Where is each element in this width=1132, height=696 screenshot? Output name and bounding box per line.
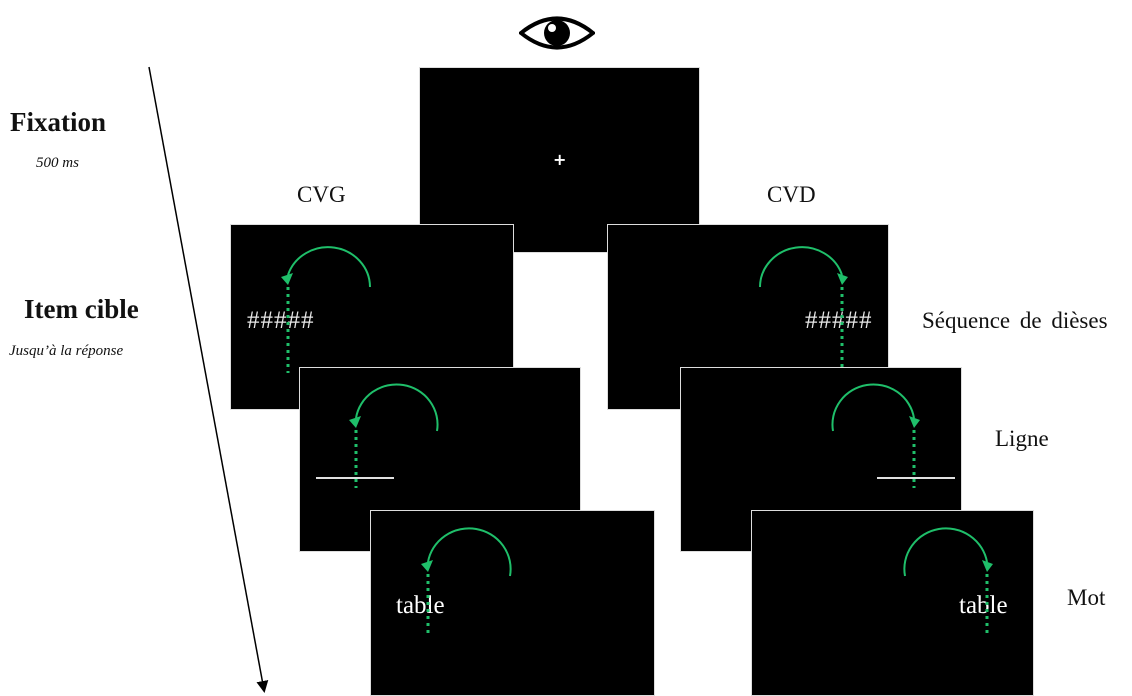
eye-movement-arrow xyxy=(349,383,439,488)
eye-movement-arrow xyxy=(281,246,371,373)
stimulus-hash: ##### xyxy=(247,307,315,334)
stimulus-word: table xyxy=(396,592,445,619)
eye-movement-arrow xyxy=(759,246,848,373)
column-label-right: CVD xyxy=(767,182,816,207)
row-label-hash: Séquence de dièses xyxy=(922,308,1108,333)
eye-movement-arrow xyxy=(903,527,993,633)
eye-icon xyxy=(519,16,595,50)
row-label-word: Mot xyxy=(1067,585,1106,610)
screen-right-word: table xyxy=(751,510,1034,696)
fixation-screen: + xyxy=(419,67,700,253)
fixation-duration: 500 ms xyxy=(36,155,79,171)
fixation-cross: + xyxy=(553,150,567,169)
fixation-title: Fixation xyxy=(10,107,107,137)
stimulus-hash: ##### xyxy=(805,307,873,334)
eye-movement-arrow xyxy=(421,527,512,633)
stimulus-word: table xyxy=(959,592,1008,619)
stimulus-line xyxy=(877,477,955,479)
target-title: Item cible xyxy=(24,294,139,324)
eye-movement-arrow xyxy=(831,383,920,488)
column-label-left: CVG xyxy=(297,182,346,207)
target-duration: Jusqu’à la réponse xyxy=(9,343,124,359)
row-label-line: Ligne xyxy=(995,426,1049,451)
screen-left-word: table xyxy=(370,510,655,696)
stimulus-line xyxy=(316,477,394,479)
